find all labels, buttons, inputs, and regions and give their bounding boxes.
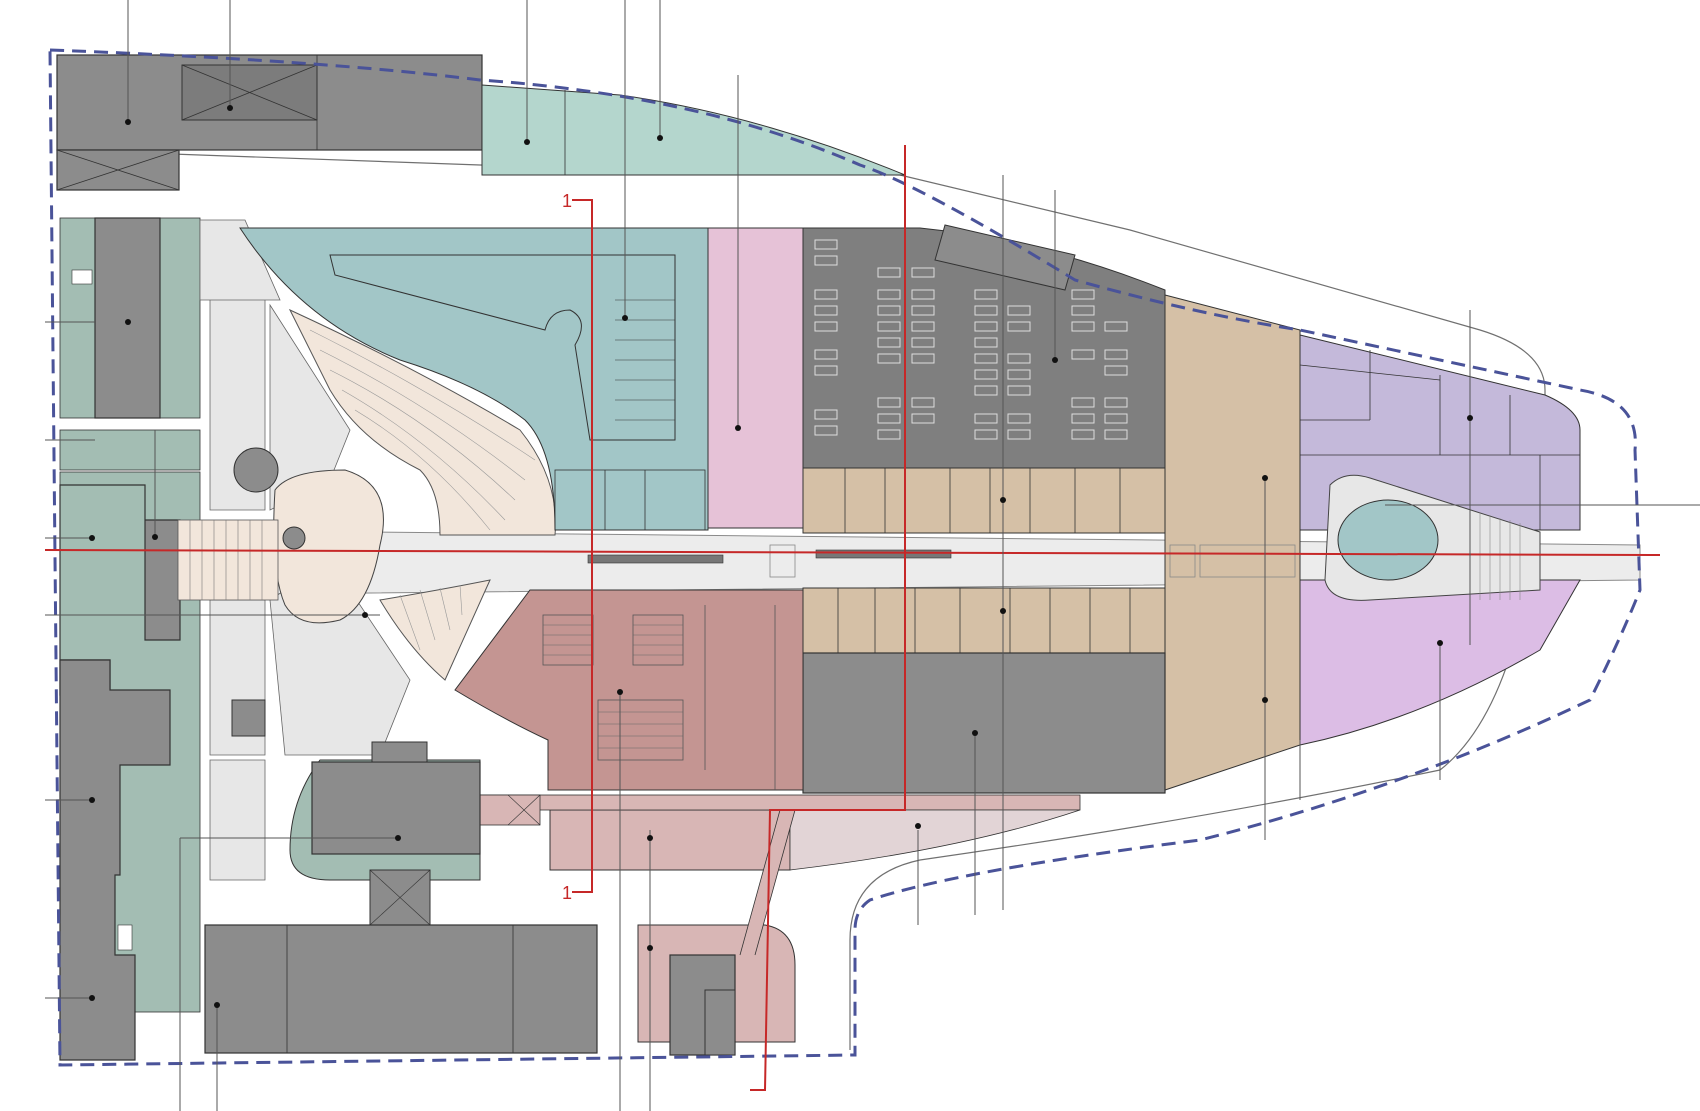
building-west-3 bbox=[59, 659, 171, 1061]
section-line-vertical bbox=[750, 145, 906, 1091]
zone-rose-light-band bbox=[479, 794, 1081, 811]
central-plaza bbox=[273, 469, 384, 624]
bench bbox=[815, 549, 952, 559]
section-label-bottom: 1 bbox=[562, 883, 572, 903]
central-fountain bbox=[282, 526, 306, 550]
building-cross bbox=[181, 64, 318, 121]
stairs-west bbox=[177, 519, 279, 601]
building-central-south bbox=[802, 652, 1166, 794]
leader-lines bbox=[45, 0, 1700, 1111]
amphitheater-south-steps bbox=[399, 584, 463, 651]
site-boundary bbox=[48, 48, 1642, 1067]
zone-tan-east bbox=[1164, 294, 1301, 791]
label-dots bbox=[89, 105, 1473, 1008]
bench bbox=[587, 554, 724, 564]
section-line-horizontal bbox=[44, 549, 1661, 556]
plaza-tree bbox=[233, 447, 279, 493]
parking-ramp bbox=[934, 224, 1076, 291]
zone-tan-south bbox=[802, 587, 1166, 654]
building-cross bbox=[56, 149, 180, 191]
zone-pink bbox=[707, 227, 804, 529]
building-south-west-tower bbox=[371, 741, 428, 763]
teal-cells bbox=[554, 469, 706, 531]
plaza-kiosk bbox=[231, 699, 266, 737]
zone-green-north bbox=[481, 84, 906, 176]
zone-west-green-2 bbox=[59, 429, 201, 471]
stairs-west-treads bbox=[189, 520, 263, 600]
amphitheater-north-steps bbox=[309, 329, 536, 531]
zone-tan-north bbox=[802, 467, 1166, 534]
parking-cars bbox=[814, 239, 1128, 440]
rose-stairs bbox=[542, 605, 776, 790]
teal-path bbox=[329, 254, 676, 441]
section-line-1 bbox=[572, 199, 593, 893]
amphitheater-south bbox=[379, 579, 491, 681]
building-west-1 bbox=[94, 217, 161, 419]
zone-rose-light bbox=[549, 809, 791, 871]
section-label-top: 1 bbox=[562, 191, 572, 211]
zone-mauve-light bbox=[789, 809, 1081, 871]
zone-rose bbox=[454, 589, 804, 791]
connector-cross bbox=[479, 794, 541, 826]
building-south-main bbox=[204, 924, 598, 1054]
east-pool bbox=[1337, 499, 1439, 581]
